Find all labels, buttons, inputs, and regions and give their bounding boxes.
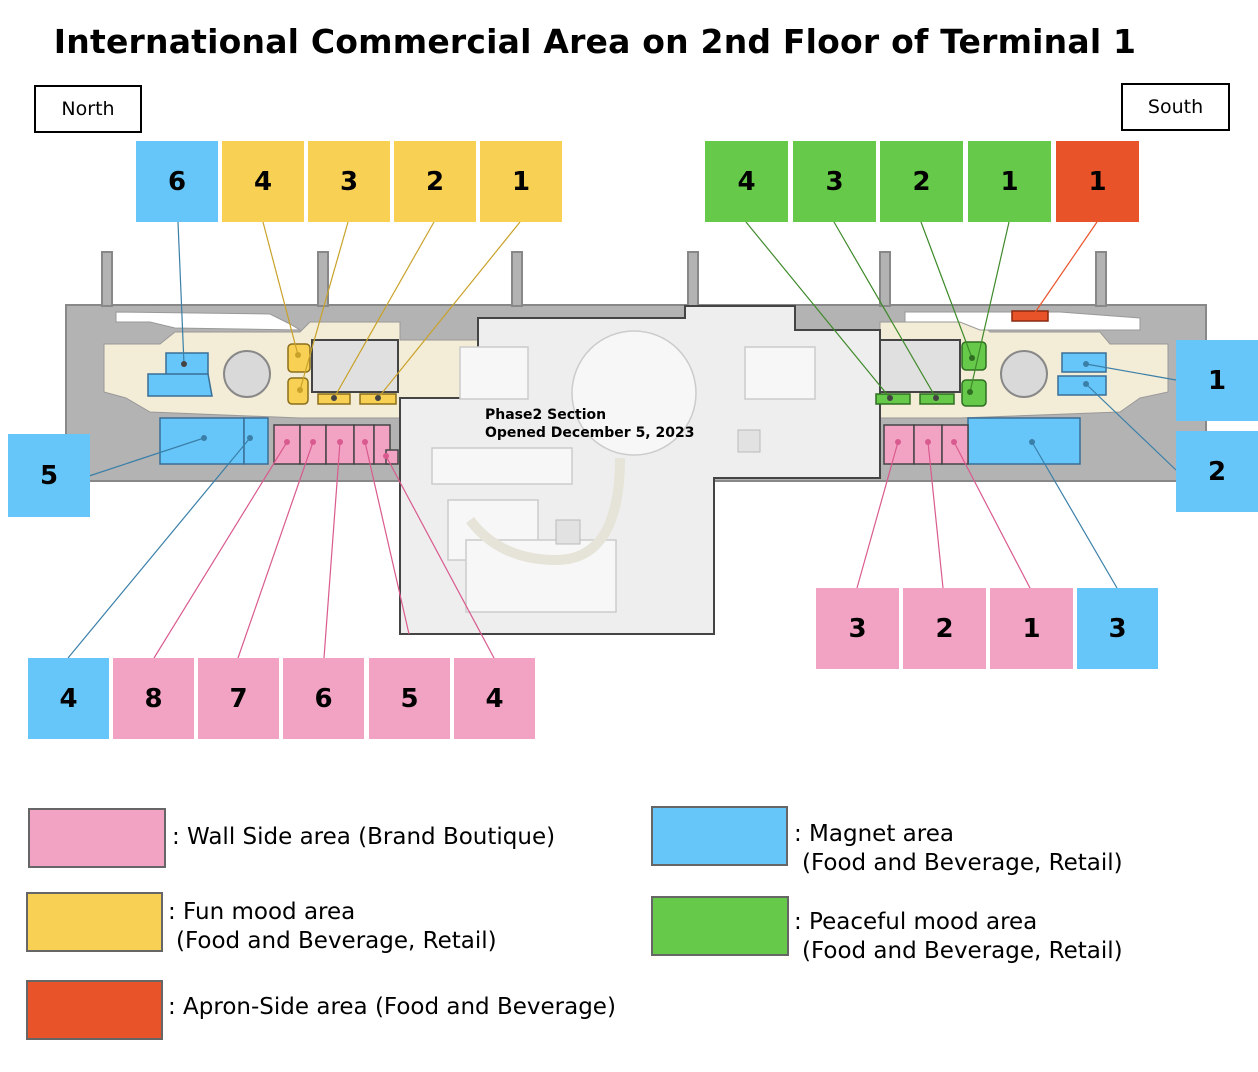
label-wall-5: 5 bbox=[369, 658, 450, 739]
south-retail-block bbox=[879, 339, 961, 393]
legend-wall-side-text: : Wall Side area (Brand Boutique) bbox=[172, 824, 556, 850]
label-magnet-5: 5 bbox=[8, 434, 90, 517]
legend-swatch-apron bbox=[26, 980, 163, 1040]
label-wall-7: 7 bbox=[198, 658, 279, 739]
label-magnet-3b: 3 bbox=[1077, 588, 1158, 669]
leader-lines bbox=[67, 221, 1177, 659]
label-peaceful-4: 4 bbox=[705, 141, 788, 222]
legend-fun-text-2: (Food and Beverage, Retail) bbox=[176, 928, 497, 954]
label-fun-3: 3 bbox=[308, 141, 390, 222]
label-fun-1: 1 bbox=[480, 141, 562, 222]
legend-swatch-wall-side bbox=[28, 808, 166, 868]
legend-swatch-fun bbox=[26, 892, 163, 952]
page-title: International Commercial Area on 2nd Flo… bbox=[53, 22, 1137, 61]
north-text: North bbox=[61, 98, 115, 120]
legend-magnet-text-1: : Magnet area bbox=[794, 821, 954, 847]
legend-swatch-magnet bbox=[651, 806, 788, 866]
legend-fun-text-1: : Fun mood area bbox=[168, 899, 356, 925]
phase2-title: Phase2 Section bbox=[485, 407, 607, 423]
label-wall-1: 1 bbox=[990, 588, 1073, 669]
label-wall-3: 3 bbox=[816, 588, 899, 669]
legend-peaceful-text-1: : Peaceful mood area bbox=[794, 909, 1038, 935]
label-peaceful-1: 1 bbox=[968, 141, 1051, 222]
legend-apron-text: : Apron-Side area (Food and Beverage) bbox=[168, 994, 616, 1020]
magnet-areas bbox=[147, 352, 1107, 465]
leader-dots bbox=[181, 352, 1089, 459]
label-peaceful-2: 2 bbox=[880, 141, 963, 222]
phase2-date: Opened December 5, 2023 bbox=[485, 425, 695, 441]
label-wall-2: 2 bbox=[903, 588, 986, 669]
legend-swatch-peaceful bbox=[651, 896, 789, 956]
phase2-caption: Phase2 Section Opened December 5, 2023 bbox=[485, 406, 694, 442]
south-label: South bbox=[1121, 83, 1230, 131]
south-text: South bbox=[1147, 96, 1204, 118]
label-fun-2: 2 bbox=[394, 141, 476, 222]
legend-magnet-text-2: (Food and Beverage, Retail) bbox=[802, 850, 1123, 876]
label-wall-8: 8 bbox=[113, 658, 194, 739]
label-wall-6: 6 bbox=[283, 658, 364, 739]
north-label: North bbox=[34, 85, 142, 133]
label-peaceful-3: 3 bbox=[793, 141, 876, 222]
label-magnet-2: 2 bbox=[1176, 431, 1258, 512]
label-magnet-1: 1 bbox=[1176, 340, 1258, 421]
apron-side-area bbox=[1011, 310, 1049, 322]
label-fun-4: 4 bbox=[222, 141, 304, 222]
label-magnet-4: 4 bbox=[28, 658, 109, 739]
column-south bbox=[1000, 350, 1048, 398]
column-north bbox=[223, 350, 271, 398]
label-wall-4: 4 bbox=[454, 658, 535, 739]
label-apron-1: 1 bbox=[1056, 141, 1139, 222]
label-magnet-6: 6 bbox=[136, 141, 218, 222]
legend-peaceful-text-2: (Food and Beverage, Retail) bbox=[802, 938, 1123, 964]
north-retail-block bbox=[311, 339, 399, 393]
gate-stubs bbox=[101, 251, 1107, 307]
